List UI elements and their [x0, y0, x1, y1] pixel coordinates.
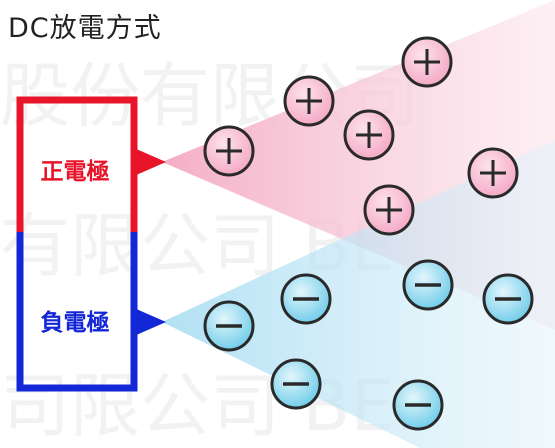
positive-ion [343, 109, 395, 161]
diagram-title: DC放電方式 [8, 13, 162, 44]
negative-electrode-tip [134, 308, 166, 336]
positive-ion [401, 36, 453, 88]
negative-ions [203, 259, 534, 431]
positive-electrode-label: 正電極 [40, 159, 110, 185]
positive-ion [283, 75, 335, 127]
negative-ion-beam [162, 140, 555, 448]
negative-ion [280, 273, 332, 325]
positive-ion [203, 125, 255, 177]
negative-ion [402, 259, 454, 311]
positive-ion [467, 147, 519, 199]
negative-ion [270, 358, 322, 410]
negative-ion [203, 300, 255, 352]
electrode-frame [16, 96, 166, 392]
positive-electrode-tip [134, 148, 166, 176]
positive-ions [203, 36, 519, 236]
positive-ion [363, 184, 415, 236]
negative-ion [482, 273, 534, 325]
negative-electrode-label: 負電極 [40, 310, 110, 336]
negative-ion [392, 379, 444, 431]
